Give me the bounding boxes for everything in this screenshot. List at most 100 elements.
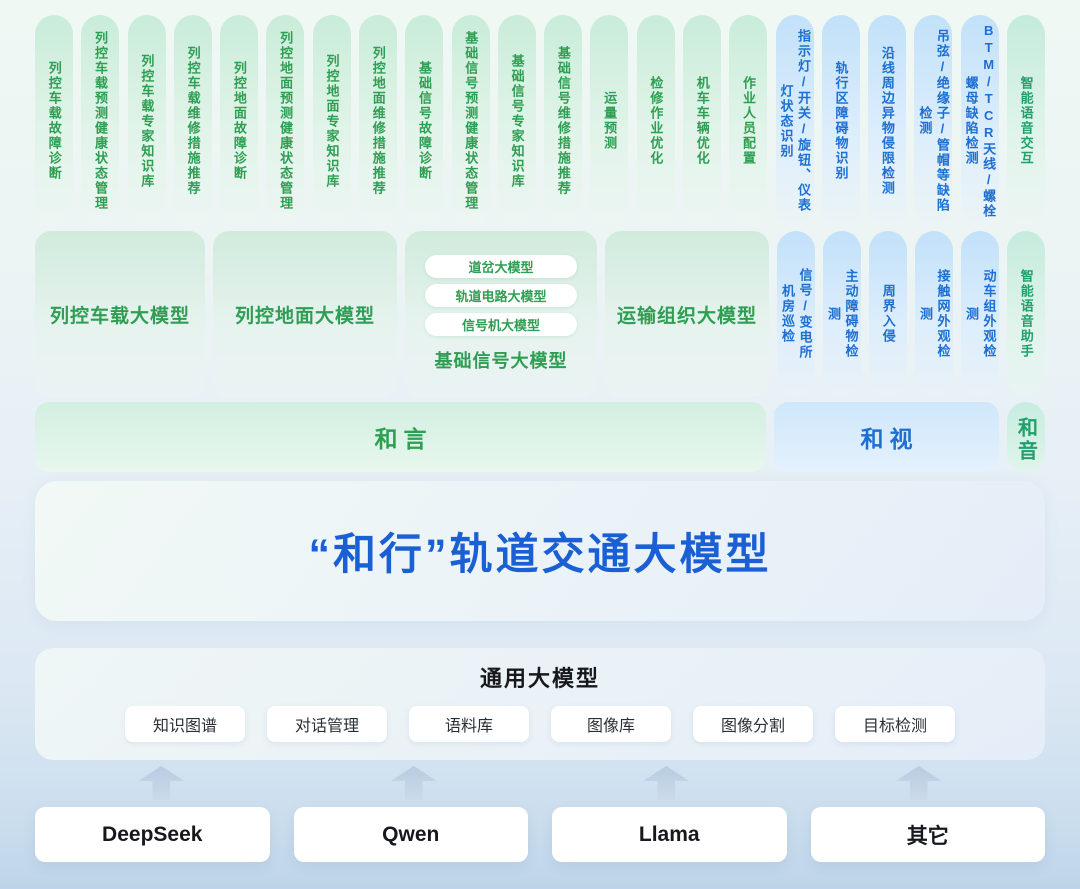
capability-pill-label: 智能语音交互 bbox=[1018, 76, 1034, 166]
capability-pill: 周界入侵 bbox=[869, 231, 907, 397]
capability-pill-label: 接触网外观检测 bbox=[918, 269, 951, 359]
capability-pill-label: 指示灯/开关/旋钮、仪表灯状态识别 bbox=[778, 29, 812, 213]
capability-pill-label: 动车组外观检测 bbox=[964, 269, 997, 359]
arrow-up-icon bbox=[138, 766, 185, 800]
general-capability-pill-label: 对话管理 bbox=[294, 718, 359, 735]
base-model-label: Qwen bbox=[382, 822, 440, 846]
arrow-cell bbox=[288, 766, 541, 800]
capability-pill-label: 轨行区障碍物识别 bbox=[833, 61, 849, 181]
sub-model-pill-label: 信号机大模型 bbox=[461, 318, 540, 333]
capability-pill-label: 基础信号预测健康状态管理 bbox=[463, 31, 479, 211]
general-capability-pill: 语料库 bbox=[409, 706, 529, 742]
arrow-up-icon bbox=[390, 766, 437, 800]
base-model-label: Llama bbox=[638, 822, 700, 846]
capability-pill-label: 列控地面专家知识库 bbox=[324, 53, 340, 189]
capability-pill-label: 列控地面故障诊断 bbox=[231, 61, 247, 181]
capability-pill: 基础信号维修措施推荐 bbox=[544, 15, 583, 227]
sub-model-pill: 轨道电路大模型 bbox=[425, 284, 577, 307]
general-capability-pill: 对话管理 bbox=[267, 706, 387, 742]
general-capability-pill-label: 图像库 bbox=[586, 718, 635, 735]
general-capability-pill-label: 目标检测 bbox=[862, 718, 927, 735]
capability-pill: 列控地面维修措施推荐 bbox=[358, 15, 397, 227]
capability-pill-label: 运量预测 bbox=[602, 91, 618, 151]
general-model-title: 通用大模型 bbox=[479, 666, 600, 691]
capability-pill-label: 机车车辆优化 bbox=[694, 76, 710, 166]
capability-pill: 列控车载专家知识库 bbox=[127, 15, 166, 227]
layer-bar-heshi: 和视 bbox=[774, 402, 999, 472]
model-card-basic-signal: 道岔大模型 轨道电路大模型 信号机大模型 基础信号大模型 bbox=[405, 231, 597, 397]
domain-models-row: 列控车载大模型 列控地面大模型 道岔大模型 轨道电路大模型 信号机大模型 基础信… bbox=[35, 231, 1045, 397]
arrow-cell bbox=[35, 766, 288, 800]
base-models-row: DeepSeek Qwen Llama 其它 bbox=[35, 807, 1045, 862]
model-card-label: 运输组织大模型 bbox=[616, 305, 757, 327]
capability-pill: 基础信号专家知识库 bbox=[497, 15, 536, 227]
arrow-up-icon bbox=[643, 766, 690, 800]
capability-pill: 列控车载故障诊断 bbox=[35, 15, 73, 227]
capability-pill: 轨行区障碍物识别 bbox=[821, 15, 860, 227]
model-card-label: 列控地面大模型 bbox=[234, 305, 375, 327]
base-model-label: 其它 bbox=[906, 824, 949, 848]
arrow-up-icon bbox=[895, 766, 942, 800]
capability-pill-label: 列控车载预测健康状态管理 bbox=[93, 31, 109, 211]
general-model-card: 通用大模型 知识图谱 对话管理 语料库 图像库 图像分割 目标检测 bbox=[35, 648, 1045, 760]
sub-model-pills: 道岔大模型 轨道电路大模型 信号机大模型 bbox=[425, 255, 577, 336]
capability-pill-label: 吊弦/绝缘子/管帽等缺陷检测 bbox=[917, 29, 950, 213]
base-model-card: 其它 bbox=[810, 807, 1045, 862]
general-capability-pill: 图像分割 bbox=[693, 706, 813, 742]
capability-pill: 接触网外观检测 bbox=[915, 231, 953, 397]
general-model-pills-row: 知识图谱 对话管理 语料库 图像库 图像分割 目标检测 bbox=[125, 706, 955, 742]
capability-pill: 列控地面专家知识库 bbox=[312, 15, 351, 227]
capability-pill-label: 列控车载专家知识库 bbox=[139, 53, 155, 189]
capability-pill-label: 作业人员配置 bbox=[740, 76, 756, 166]
capability-pill-label: 列控地面预测健康状态管理 bbox=[278, 31, 294, 211]
capability-pill-label: 基础信号维修措施推荐 bbox=[555, 46, 571, 196]
sub-model-pill: 信号机大模型 bbox=[425, 313, 577, 336]
capability-pill: 列控车载预测健康状态管理 bbox=[81, 15, 120, 227]
capability-pill: 作业人员配置 bbox=[729, 15, 768, 227]
capability-pill: 运量预测 bbox=[590, 15, 629, 227]
model-card-train-onboard: 列控车载大模型 bbox=[35, 231, 205, 397]
general-capability-pill: 图像库 bbox=[551, 706, 671, 742]
capability-pill: 信号/变电所机房巡检 bbox=[777, 231, 815, 397]
layer-bar-heyin-label: 和音 bbox=[1014, 417, 1037, 463]
capability-pill: 动车组外观检测 bbox=[961, 231, 999, 397]
main-title-card: “和行”轨道交通大模型 bbox=[35, 481, 1045, 621]
model-card-transport-organization: 运输组织大模型 bbox=[605, 231, 769, 397]
capability-pill: 基础信号预测健康状态管理 bbox=[451, 15, 490, 227]
general-capability-pill: 知识图谱 bbox=[125, 706, 245, 742]
main-title: “和行”轨道交通大模型 bbox=[308, 531, 772, 579]
capability-pill-label: 周界入侵 bbox=[880, 284, 896, 344]
capability-pill: 列控车载维修措施推荐 bbox=[173, 15, 212, 227]
capability-pill-label: 主动障碍物检测 bbox=[826, 269, 859, 359]
capability-pill: 吊弦/绝缘子/管帽等缺陷检测 bbox=[914, 15, 953, 227]
layer-bars-row: 和言 和视 和音 bbox=[35, 402, 1045, 472]
capability-pill: 智能语音助手 bbox=[1007, 231, 1045, 397]
arrow-cell bbox=[793, 766, 1046, 800]
capability-pill: 指示灯/开关/旋钮、仪表灯状态识别 bbox=[775, 15, 814, 227]
capability-pill-label: 基础信号故障诊断 bbox=[417, 61, 433, 181]
sub-model-pill-label: 道岔大模型 bbox=[468, 260, 534, 275]
capability-pill-label: 检修作业优化 bbox=[648, 76, 664, 166]
base-model-label: DeepSeek bbox=[102, 822, 203, 846]
capability-pill: BTM/TCR天线/螺栓螺母缺陷检测 bbox=[960, 15, 999, 227]
model-card-label: 基础信号大模型 bbox=[434, 351, 568, 371]
capability-pill: 沿线周边异物侵限检测 bbox=[868, 15, 907, 227]
capability-pill: 机车车辆优化 bbox=[682, 15, 721, 227]
layer-bar-heshi-label: 和视 bbox=[860, 426, 919, 452]
capability-pill: 列控地面故障诊断 bbox=[220, 15, 259, 227]
sub-model-pill: 道岔大模型 bbox=[425, 255, 577, 278]
layer-bar-heyan-label: 和言 bbox=[374, 426, 433, 452]
arrows-row bbox=[35, 766, 1045, 800]
base-model-card: DeepSeek bbox=[35, 807, 270, 862]
capability-pill-label: 信号/变电所机房巡检 bbox=[780, 268, 813, 360]
capability-pill: 主动障碍物检测 bbox=[823, 231, 861, 397]
general-capability-pill-label: 知识图谱 bbox=[152, 718, 217, 735]
capability-pill: 智能语音交互 bbox=[1006, 15, 1045, 227]
layer-bar-heyan: 和言 bbox=[35, 402, 766, 472]
general-capability-pill-label: 语料库 bbox=[444, 718, 493, 735]
capability-pill-label: 列控车载故障诊断 bbox=[46, 61, 62, 181]
model-card-train-ground: 列控地面大模型 bbox=[213, 231, 397, 397]
capability-pill: 基础信号故障诊断 bbox=[405, 15, 444, 227]
capability-pill-label: 沿线周边异物侵限检测 bbox=[879, 46, 895, 196]
